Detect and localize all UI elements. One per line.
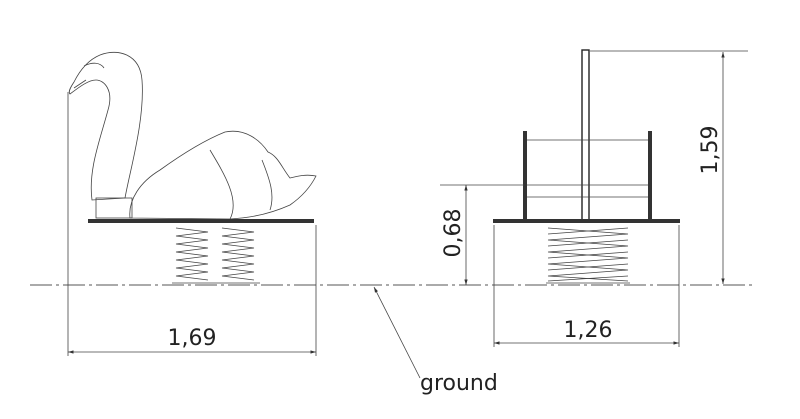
dimension-total-height: 1,59 — [590, 50, 748, 284]
dimension-seat-height: 0,68 — [440, 184, 524, 285]
dimension-label: 1,69 — [168, 326, 217, 351]
ground-label: ground — [420, 371, 498, 396]
swan-side-view — [68, 51, 317, 284]
dimension-label: 1,26 — [564, 318, 613, 343]
spring-left-2 — [221, 227, 255, 281]
swan-front-view — [493, 49, 680, 284]
spring-left-1 — [175, 227, 209, 281]
spring-front — [547, 227, 629, 282]
ground-annotation: ground — [373, 286, 498, 396]
dimension-left-width: 1,69 — [67, 92, 317, 356]
dimension-label: 1,59 — [698, 126, 723, 175]
dimension-label: 0,68 — [441, 209, 466, 258]
dimension-right-width: 1,26 — [493, 225, 680, 347]
